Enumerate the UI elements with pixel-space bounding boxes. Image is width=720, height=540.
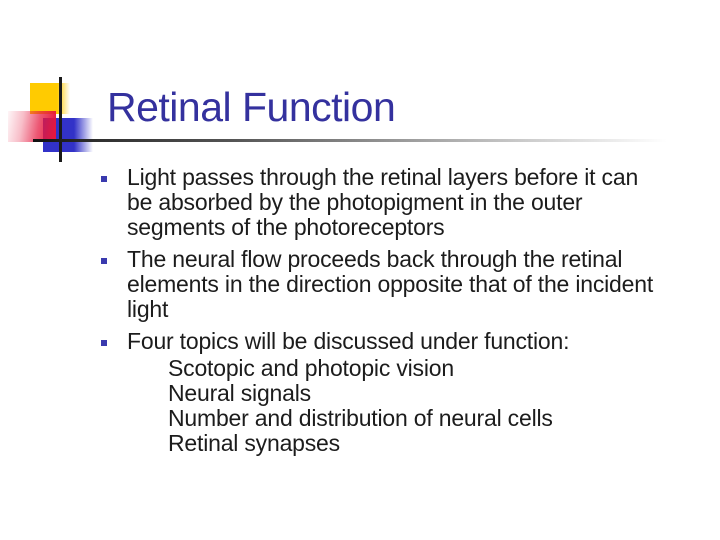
bullet-square-icon xyxy=(101,176,107,182)
decor-yellow-square-icon xyxy=(30,83,70,114)
bullet-square-icon xyxy=(101,258,107,264)
bullet-square-icon xyxy=(101,340,107,346)
bullet-item-light-passes: Light passes through the retinal layers … xyxy=(127,164,639,240)
title-underline-rule xyxy=(33,139,700,142)
decor-red-square-icon xyxy=(8,111,56,142)
slide-title: Retinal Function xyxy=(107,84,396,130)
bullet-item-four-topics: Four topics will be discussed under func… xyxy=(127,328,570,354)
bullet-item-neural-flow: The neural flow proceeds back through th… xyxy=(127,246,654,322)
sub-topic-list: Scotopic and photopic vision Neural sign… xyxy=(168,355,553,456)
decor-vertical-line xyxy=(59,77,62,162)
